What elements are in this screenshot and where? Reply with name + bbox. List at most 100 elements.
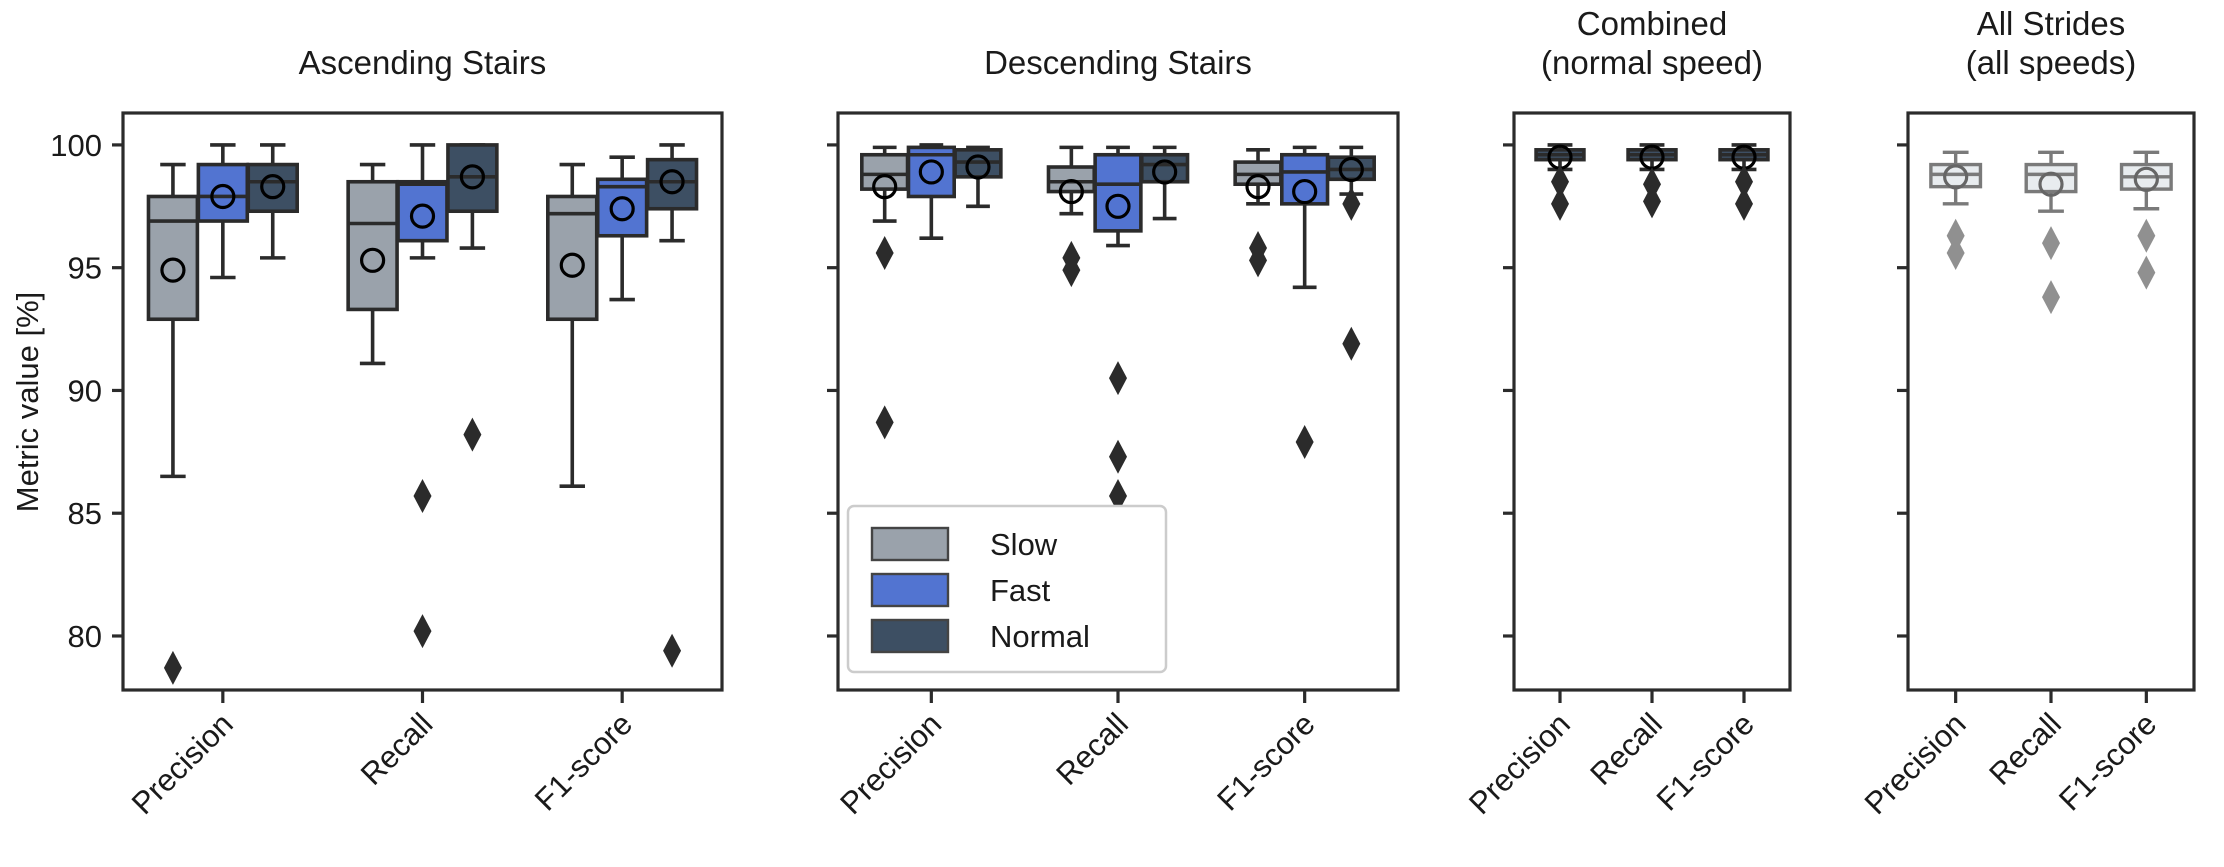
box-f1-score-normal — [1326, 145, 1376, 361]
box-rect — [546, 194, 599, 322]
legend-swatch-fast — [870, 572, 950, 608]
panel-title-line1: Combined — [1577, 5, 1727, 42]
outlier-marker — [1249, 243, 1268, 278]
box-recall-fast — [1093, 145, 1143, 514]
mean-marker — [1245, 174, 1271, 200]
box-f1-score-normal — [1718, 143, 1770, 221]
legend-swatch-normal — [870, 618, 950, 654]
box-recall-slow — [346, 162, 399, 366]
box-rect — [346, 179, 399, 312]
panel-title-line2: (normal speed) — [1541, 44, 1763, 81]
x-tick-label-recall: Recall — [1982, 706, 2068, 792]
x-tick-label-f1-score: F1-score — [2052, 706, 2163, 817]
mean-marker — [2038, 171, 2064, 197]
outlier-marker — [1342, 186, 1361, 221]
outlier-marker — [1062, 253, 1081, 288]
series-fast — [196, 143, 649, 649]
mean-marker — [965, 154, 991, 180]
x-tick-label-recall: Recall — [1049, 706, 1135, 792]
box-precision-fast — [906, 143, 957, 241]
box-f1-score-fast — [595, 155, 649, 302]
box-recall-slow — [1046, 145, 1097, 288]
box-f1-score-slow — [1233, 148, 1283, 278]
box-recall-normal — [446, 143, 499, 452]
box-precision-normal — [246, 143, 299, 260]
box-precision-slow — [860, 145, 910, 440]
series-slow — [860, 145, 1283, 440]
box-recall-normal — [1626, 143, 1678, 219]
outlier-marker — [1295, 425, 1314, 460]
mean-marker — [2133, 166, 2159, 192]
outlier-marker — [875, 235, 894, 270]
outlier-marker — [1109, 479, 1127, 514]
box-precision-normal — [1534, 143, 1586, 221]
y-tick-label-80: 80 — [68, 619, 102, 654]
mean-marker — [459, 164, 485, 190]
legend-swatch-slow — [870, 526, 950, 562]
outlier-marker — [1109, 439, 1127, 474]
mean-marker — [1058, 178, 1084, 205]
outlier-marker — [1643, 184, 1661, 219]
box-rect — [396, 179, 449, 243]
box-rect — [1093, 152, 1143, 233]
box-f1-score-all — [2119, 150, 2173, 290]
mean-marker — [559, 252, 585, 278]
outlier-marker — [875, 405, 894, 440]
outlier-marker — [1643, 167, 1661, 202]
outlier-marker — [1946, 235, 1965, 270]
series-fast — [906, 143, 1330, 514]
x-tick-label-precision: Precision — [833, 706, 948, 821]
mean-marker — [1338, 156, 1364, 183]
panel-title: Descending Stairs — [984, 44, 1252, 81]
mean-marker — [360, 247, 386, 273]
y-tick-label-85: 85 — [68, 496, 102, 531]
x-tick-label-precision: Precision — [1858, 706, 1973, 821]
mean-marker — [1152, 159, 1178, 185]
outlier-marker — [2137, 218, 2156, 253]
x-tick-label-precision: Precision — [125, 706, 240, 821]
mean-marker — [260, 174, 286, 200]
mean-marker — [659, 169, 685, 195]
outlier-marker — [2042, 226, 2060, 261]
outlier-marker — [163, 650, 182, 685]
x-tick-label-precision: Precision — [1462, 706, 1577, 821]
y-tick-label-95: 95 — [68, 251, 102, 286]
box-precision-all — [1929, 150, 1983, 270]
legend-label-slow: Slow — [990, 527, 1058, 562]
mean-marker — [210, 183, 236, 210]
x-tick-label-f1-score: F1-score — [1650, 706, 1761, 817]
box-rect — [196, 162, 250, 223]
box-rect — [2024, 162, 2078, 194]
x-tick-label-f1-score: F1-score — [1210, 706, 1321, 817]
mean-marker — [609, 196, 635, 222]
outlier-marker — [1735, 164, 1753, 199]
mean-marker — [160, 257, 186, 283]
box-rect — [860, 152, 910, 191]
legend-label-normal: Normal — [990, 619, 1090, 654]
box-f1-score-normal — [645, 143, 699, 668]
y-axis-label: Metric value [%] — [10, 292, 45, 513]
box-rect — [645, 157, 699, 211]
mean-marker — [1292, 178, 1318, 205]
series-normal — [246, 143, 699, 668]
outlier-marker — [1551, 186, 1569, 221]
mean-marker — [1943, 164, 1969, 190]
outlier-marker — [2042, 280, 2060, 315]
x-tick-label-recall: Recall — [1583, 706, 1669, 792]
outlier-marker — [1735, 186, 1753, 221]
box-precision-slow — [146, 162, 200, 685]
outlier-marker — [413, 614, 432, 649]
outlier-marker — [1551, 164, 1569, 199]
box-precision-fast — [196, 143, 250, 280]
box-recall-all — [2024, 150, 2078, 315]
series-slow — [146, 162, 599, 685]
box-recall-normal — [1139, 145, 1190, 221]
box-rect — [246, 162, 299, 214]
outlier-marker — [1109, 361, 1127, 396]
